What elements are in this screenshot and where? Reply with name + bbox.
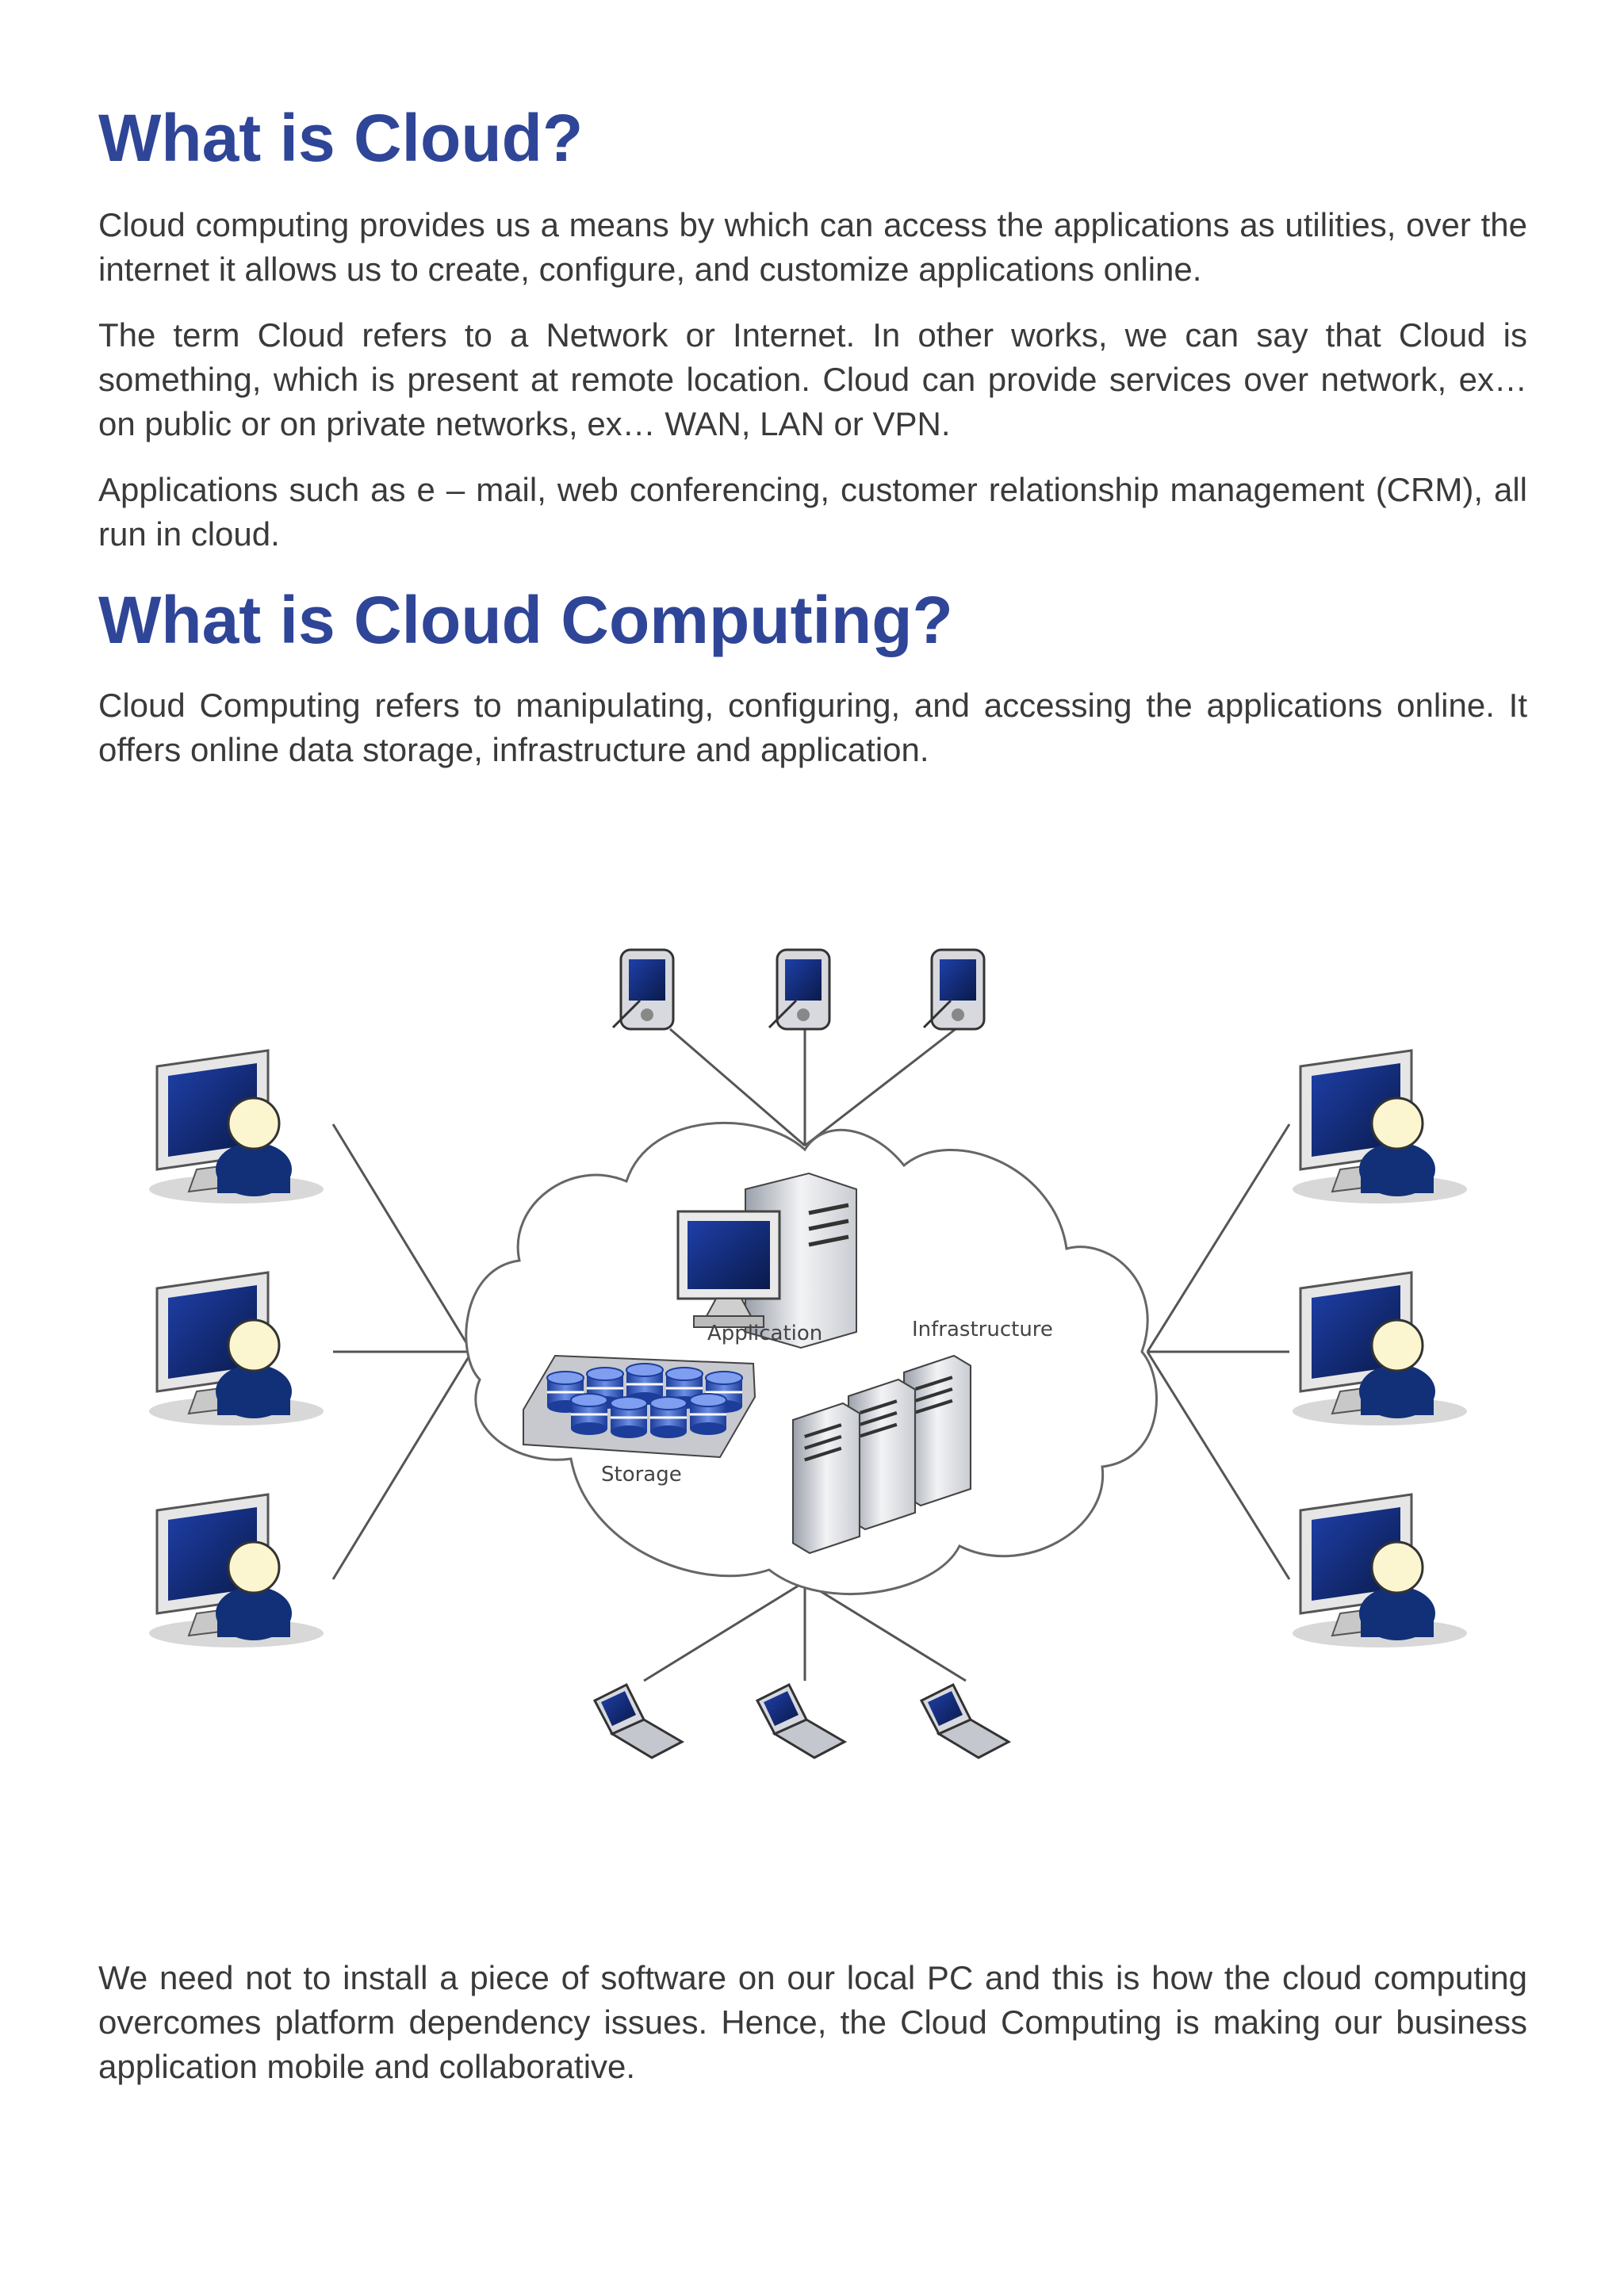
connector-lines: [331, 1027, 1291, 1682]
paragraph: The term Cloud refers to a Network or In…: [98, 316, 1527, 442]
pda-icon: [768, 948, 831, 1031]
section-title-what-is-cloud: What is Cloud?: [98, 101, 584, 175]
mobile-phone-icon: [756, 1683, 846, 1759]
infrastructure-server-icon: Infrastructure: [793, 1318, 1053, 1553]
desktop-user-icon: [147, 1493, 325, 1649]
desktop-user-icon: [147, 1271, 325, 1427]
pda-icon: [922, 948, 986, 1031]
paragraph: Applications such as e – mail, web confe…: [98, 471, 1527, 553]
section-title-what-is-cloud-computing: What is Cloud Computing?: [98, 583, 953, 657]
desktop-user-icon: [1291, 1271, 1469, 1427]
desktop-user-icon: [1291, 1493, 1469, 1649]
cloud-icon: [465, 1121, 1158, 1596]
paragraph: Cloud Computing refers to manipulating, …: [98, 687, 1527, 768]
application-server-icon: Application: [676, 1172, 857, 1349]
mobile-phone-icon: [593, 1683, 684, 1759]
storage-label: Storage: [601, 1463, 682, 1487]
cloud-computing-diagram: Application Infrastructure Storage: [147, 948, 1469, 1759]
paragraph: Cloud computing provides us a means by w…: [98, 206, 1527, 288]
database-storage-icon: Storage: [523, 1354, 756, 1487]
mobile-phone-icon: [920, 1683, 1010, 1759]
desktop-user-icon: [1291, 1049, 1469, 1205]
infrastructure-label: Infrastructure: [912, 1318, 1053, 1341]
pda-icon: [611, 948, 675, 1031]
application-label: Application: [707, 1322, 822, 1345]
closing-paragraph: We need not to install a piece of softwa…: [98, 1959, 1527, 2085]
desktop-user-icon: [147, 1049, 325, 1205]
